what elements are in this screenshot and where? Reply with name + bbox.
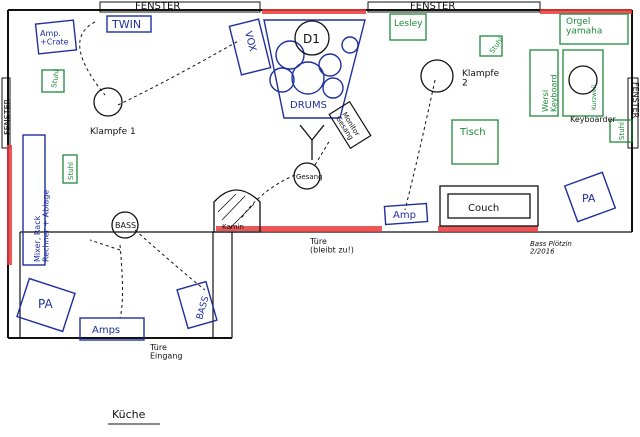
drums-label: DRUMS: [290, 100, 327, 111]
stuhl-1-label: Stuhl: [50, 69, 61, 88]
amp-mid-box: [383, 202, 429, 226]
amps-label: Amps: [92, 325, 120, 336]
mixer-box: [22, 134, 46, 266]
kurzweil-box: [562, 49, 604, 117]
tuere-bleibt-label: Türe(bleibt zu!): [309, 237, 354, 254]
gesang-circle: [293, 162, 321, 190]
stuhl-1-box: [41, 69, 65, 93]
kamin-hatch: [217, 193, 255, 229]
mixer-label: Mixer, RackRechner + Ablage: [33, 190, 50, 262]
amps-box: [79, 317, 145, 341]
kamin-shape: [213, 189, 261, 233]
bass-box: [176, 280, 218, 330]
klampfe1-label: Klampfe 1: [90, 127, 136, 137]
stuhl-4-label: Stuhl: [618, 122, 626, 140]
d1-circle: [294, 20, 330, 56]
stuhl-2-label: Stuhl: [67, 162, 75, 180]
drum-floor-tom: [269, 67, 295, 93]
drum-snare: [318, 53, 342, 77]
window-top-left-label: FENSTER: [135, 1, 180, 12]
tisch-box: [451, 119, 499, 165]
gesang-label: Gesang: [296, 173, 323, 181]
vox-box: [228, 18, 272, 76]
stuhl-4-box: [609, 119, 633, 143]
d1-label: D1: [303, 32, 320, 46]
drum-hihat: [322, 77, 344, 99]
keyboarder-circle: [568, 65, 598, 95]
lesley-label: Lesley: [394, 19, 423, 29]
amp-mid-label: Amp: [393, 210, 416, 221]
amp-crate-box: [34, 19, 78, 55]
bass-circle: [111, 211, 139, 239]
kurzweil-label: Kurzweil: [591, 85, 598, 110]
couch: [439, 185, 539, 227]
wersi-box: [529, 49, 559, 117]
klampfe2-circle: [420, 59, 454, 93]
mic-stand: [299, 124, 325, 160]
tisch-label: Tisch: [459, 127, 486, 138]
drum-bass: [291, 61, 325, 95]
window-right-label: FENSTER: [631, 82, 640, 119]
amp-crate-label: Amp.+Crate: [40, 29, 69, 46]
klampfe1-circle: [93, 87, 123, 117]
twin-label: TWIN: [111, 18, 141, 31]
stuhl-2-box: [62, 154, 78, 184]
window-markers: [1, 1, 639, 149]
kamin-label: Kamin: [222, 223, 244, 231]
couch-label: Couch: [468, 203, 499, 214]
pa-left-box: [16, 277, 76, 333]
pa-right-box: [563, 171, 617, 223]
monitor-box: [328, 100, 372, 150]
pa-right-label: PA: [582, 192, 596, 205]
orgel-box: [559, 13, 629, 45]
window-top-right-label: FENSTER: [410, 1, 455, 12]
vox-label: VOX: [242, 30, 258, 53]
keyboarder-label: Keyboarder: [570, 115, 617, 124]
pa-left-label: PA: [38, 297, 53, 311]
monitor-label: MonitorGesang: [334, 111, 361, 142]
wersi-label: WersiKeyboard: [541, 74, 558, 112]
kueche-label: Küche: [112, 408, 146, 421]
stuhl-3-box: [479, 35, 503, 57]
drum-tom: [275, 40, 305, 70]
drums-enclosure: [263, 19, 366, 119]
lesley-box: [389, 13, 427, 41]
drum-cymbal: [341, 36, 359, 54]
window-left-label: FENSTER: [3, 98, 12, 135]
bass-label: BASS: [115, 221, 136, 230]
bass-box-label: BASS: [195, 295, 211, 321]
twin-box: [106, 15, 152, 33]
red-strips: [7, 9, 632, 265]
dashed-lines: [79, 21, 436, 319]
